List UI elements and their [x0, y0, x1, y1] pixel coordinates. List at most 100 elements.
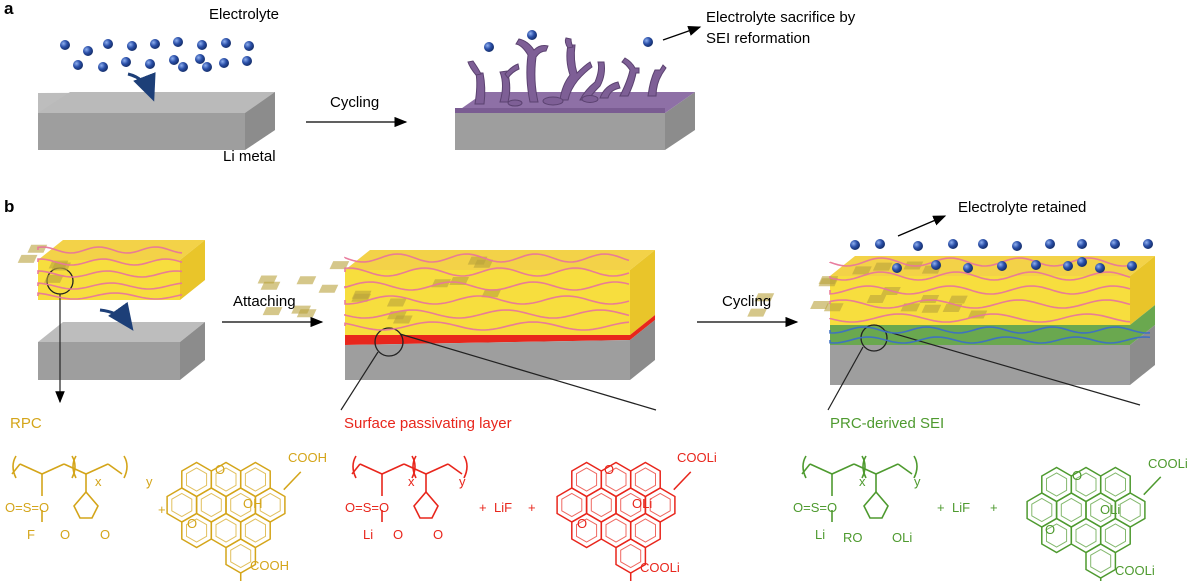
graphene-flake [351, 290, 372, 299]
aromatic-inner [1031, 497, 1053, 523]
aromatic-inner [576, 467, 598, 492]
aromatic-inner [1090, 548, 1112, 574]
electrolyte-molecule [875, 239, 885, 249]
bracket [802, 455, 807, 479]
dioxolane-ring [73, 490, 99, 519]
red-lif: LiF [494, 500, 513, 515]
green-bridge-o1: O [1072, 468, 1083, 483]
bond [19, 463, 43, 475]
graphene-flake [948, 295, 968, 304]
electrolyte-molecule [60, 40, 70, 50]
bond [381, 463, 405, 475]
bond [41, 463, 65, 475]
green-x: x [859, 474, 866, 489]
bracket [411, 455, 416, 479]
electrolyte-molecule [1143, 239, 1153, 249]
retained-label: Electrolyte retained [958, 199, 1087, 216]
green-plus2: + [990, 500, 998, 515]
green-plus1: + [937, 500, 945, 515]
electrolyte-molecule [997, 261, 1007, 271]
electrolyte-molecule [1045, 239, 1055, 249]
red-oli: OLi [632, 496, 653, 511]
graphene-flake [754, 293, 775, 302]
polymer-fiber [829, 326, 1151, 334]
electrolyte-molecule [242, 56, 252, 66]
electrolyte-label: Electrolyte [209, 6, 280, 23]
electrolyte-dots-a [60, 37, 254, 72]
electrolyte-dots-b [850, 239, 1153, 273]
electrolyte-molecule [219, 58, 229, 68]
aromatic-inner [561, 492, 583, 518]
graphene-flake [386, 298, 407, 307]
bracket [12, 455, 17, 479]
graphene-flake [747, 308, 767, 317]
bond [875, 463, 899, 475]
dioxolane-ring [413, 490, 439, 519]
bond [831, 463, 855, 475]
aromatic-inner [620, 543, 642, 569]
aromatic-inner [259, 492, 281, 518]
bond [1143, 476, 1162, 496]
bracket [861, 455, 866, 479]
green-cooli-top: COOLi [1148, 456, 1188, 471]
aromatic-inner [230, 492, 252, 518]
polymer-fiber [829, 271, 1131, 281]
electrolyte-molecule [83, 46, 93, 56]
rpc-cooh-top: COOH [288, 450, 327, 465]
electrolyte-molecule [1012, 241, 1022, 251]
electrolyte-molecule [643, 37, 653, 47]
electrolyte-molecule [484, 42, 494, 52]
li-metal-block-cycled [455, 92, 695, 150]
electrolyte-molecule [73, 60, 83, 70]
polymer-fiber [37, 292, 183, 300]
red-x: x [408, 474, 415, 489]
graphene-flake [481, 289, 502, 298]
electrolyte-molecule [1031, 260, 1041, 270]
green-oli-chain: OLi [892, 530, 913, 545]
red-plus2: + [528, 500, 536, 515]
electrolyte-molecule [173, 37, 183, 47]
electrolyte-molecule [850, 240, 860, 250]
bracket [123, 455, 128, 479]
electrolyte-molecule [1077, 239, 1087, 249]
cycling-label-a: Cycling [330, 94, 380, 111]
rpc-cooh-bottom: COOH [250, 558, 289, 573]
rpc-x: x [95, 474, 102, 489]
electrolyte-molecule [178, 62, 188, 72]
panel-b-letter: b [4, 197, 15, 216]
aromatic-inner [1090, 497, 1112, 523]
electrolyte-molecule [221, 38, 231, 48]
electrolyte-molecule [202, 62, 212, 72]
bracket [71, 455, 76, 479]
bracket [412, 455, 417, 479]
rpc-f: F [27, 527, 35, 542]
polymer-fiber [829, 336, 1151, 344]
rpc-y: y [146, 474, 153, 489]
electrolyte-molecule [1110, 239, 1120, 249]
aromatic-inner [576, 518, 598, 543]
sei-structure [801, 455, 1162, 586]
polymer-fiber [829, 299, 1131, 309]
electrolyte-molecule [103, 39, 113, 49]
polymer-fiber [344, 253, 630, 263]
polymer-fiber [829, 285, 1131, 295]
electrolyte-molecule [1063, 261, 1073, 271]
aromatic-inner [230, 543, 252, 569]
bracket [463, 455, 468, 479]
green-lif: LiF [952, 500, 971, 515]
electrolyte-molecule [145, 59, 155, 69]
graphene-flake [329, 261, 350, 270]
sei-caption: PRC-derived SEI [830, 415, 945, 432]
polymer-fiber [829, 313, 1131, 323]
graphene-flake [43, 274, 64, 283]
green-oli: OLi [1100, 502, 1121, 517]
passivating-caption: Surface passivating layer [344, 415, 512, 432]
aromatic-inner [244, 467, 266, 492]
red-cooli-bottom: COOLi [640, 560, 680, 575]
polymer-fiber [37, 282, 183, 290]
rpc-plus: + [158, 502, 166, 517]
electrolyte-molecule [913, 241, 923, 251]
polymer-fiber [344, 281, 630, 291]
graphene-flake [262, 307, 283, 316]
